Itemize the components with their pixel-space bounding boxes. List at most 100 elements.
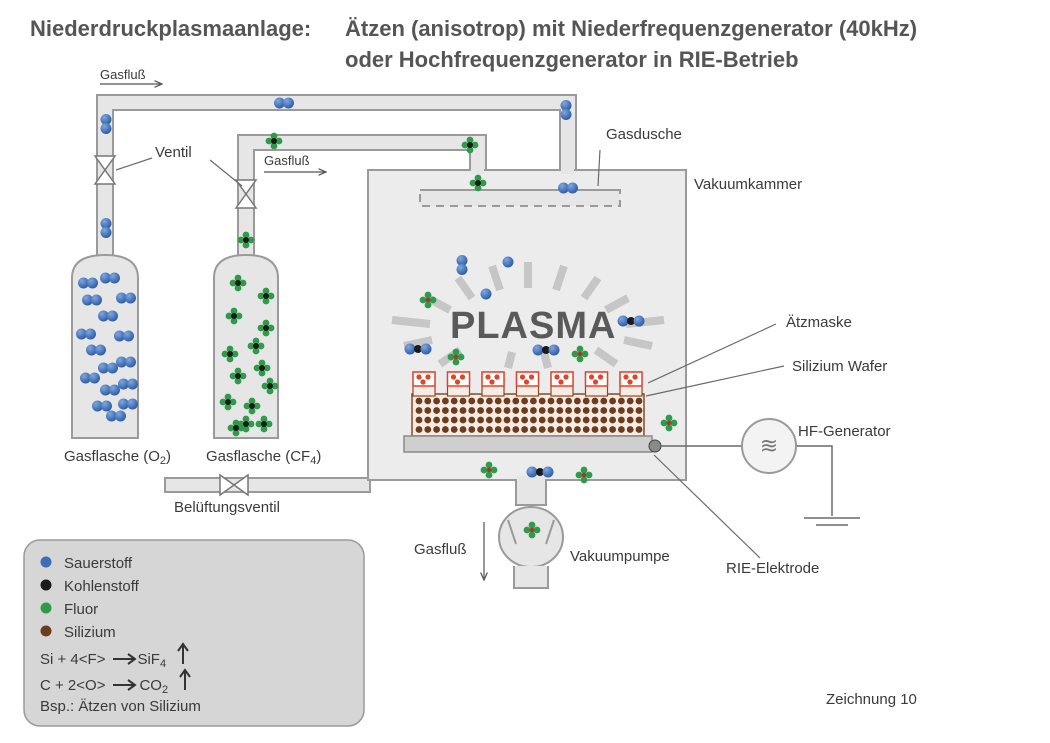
oxygen-atom [480,288,492,300]
oxygen-molecule [100,384,120,396]
silicon-atom [530,426,537,433]
silicon-atom [442,416,449,424]
cf4-molecule [219,393,237,411]
cf4-molecule [227,419,245,437]
silicon-atom [503,407,511,414]
carbon-oxygen-molecule [526,466,554,478]
silicon-atom [626,397,634,405]
etch-mask-label: Ätzmaske [786,314,852,331]
legend-silicon-label: Silizium [64,624,116,641]
silicon-atom [494,426,502,433]
silicon-atom [503,397,511,405]
oxygen-molecule [100,218,112,238]
silicon-atom [556,397,564,405]
silicon-atom [538,416,546,424]
oxygen-molecule [76,328,96,340]
valve-cf4[interactable] [234,179,258,209]
silicon-atom [486,416,493,424]
cf4-molecule [253,359,271,377]
mask-block [619,371,643,397]
silicon-atom [521,416,528,424]
oxygen-molecule [114,330,134,342]
silicon-atom [635,416,643,424]
cf4-molecule [257,319,275,337]
cf4-molecule [469,174,487,192]
vent-valve[interactable] [219,473,249,497]
gasflow-label-top: Gasfluß [100,67,146,82]
legend: Sauerstoff Kohlenstoff Fluor Silizium Si… [23,539,365,727]
legend-oxygen-label: Sauerstoff [64,555,133,572]
vent-valve-label: Belüftungsventil [174,499,280,516]
silicon-atom [618,407,625,414]
silicon-atom [477,416,484,424]
silicon-atom [459,407,467,414]
gas-bottle-oxygen-label: Gasflasche (O2) [64,448,171,467]
silicon-atom [459,397,467,405]
oxygen-molecule [82,294,102,306]
oxygen-molecule [116,292,136,304]
silicon-atom [582,426,590,433]
gas-shower-label: Gasdusche [606,126,682,143]
mask-block [446,371,471,397]
silicon-atom [424,416,432,424]
silicon-atoms [415,397,643,433]
silicon-atom [503,426,511,433]
silicon-atom [415,426,423,433]
silicon-atom [574,407,581,414]
silicon-atom [530,407,537,414]
silicon-atom [547,407,555,414]
oxygen-molecule [86,344,106,356]
fluorine-radical [571,345,589,363]
silicon-atom [468,407,476,414]
silicon-atom [582,407,590,414]
silicon-atom [486,426,493,433]
cf4-molecule [247,337,265,355]
oxygen-molecule [98,310,118,322]
silicon-atom [565,426,572,433]
silicon-atom [468,397,476,405]
carbon-oxygen-molecule [404,343,432,355]
silicon-atom [494,397,502,405]
right-arrow-icon [113,679,137,691]
etch-mask [412,371,643,397]
silicon-atom [547,416,555,424]
silicon-atom [512,426,520,433]
fluorine-radical [447,348,465,366]
silicon-atom [574,416,581,424]
cf4-molecule [229,367,247,385]
silicon-atom [424,397,432,405]
silicon-atom [433,397,440,405]
silicon-atom [450,416,458,424]
oxygen-molecule [116,356,136,368]
plasma-label: PLASMA [450,305,616,347]
cf4-molecule [221,345,239,363]
oxygen-molecule [100,272,120,284]
cf4-molecule [255,415,273,433]
silicon-atom [433,407,440,414]
silicon-atom [556,426,564,433]
oxygen-molecule [558,182,578,194]
oxygen-molecule [78,277,98,289]
oxygen-molecule [92,400,112,412]
legend-fluorine-swatch [40,602,52,614]
silicon-atom [477,407,484,414]
vacuum-pump-label: Vakuumpumpe [570,548,670,565]
oxygen-atom [502,256,514,268]
legend-fluorine-label: Fluor [64,601,98,618]
silicon-atom [512,416,520,424]
silicon-atom [609,407,616,414]
cf4-molecule [261,377,279,395]
valve-oxygen[interactable] [93,155,117,185]
silicon-atom [468,416,476,424]
gasflow-label-pump: Gasfluß [414,541,467,558]
silicon-atom [450,407,458,414]
silicon-atom [600,397,608,405]
silicon-atom [486,407,493,414]
silicon-atom [415,407,423,414]
fluorine-radical [660,414,678,432]
silicon-atom [600,416,608,424]
silicon-atom [626,416,634,424]
legend-silicon-swatch [40,625,52,637]
silicon-atom [424,407,432,414]
cf4-molecule [265,132,283,150]
